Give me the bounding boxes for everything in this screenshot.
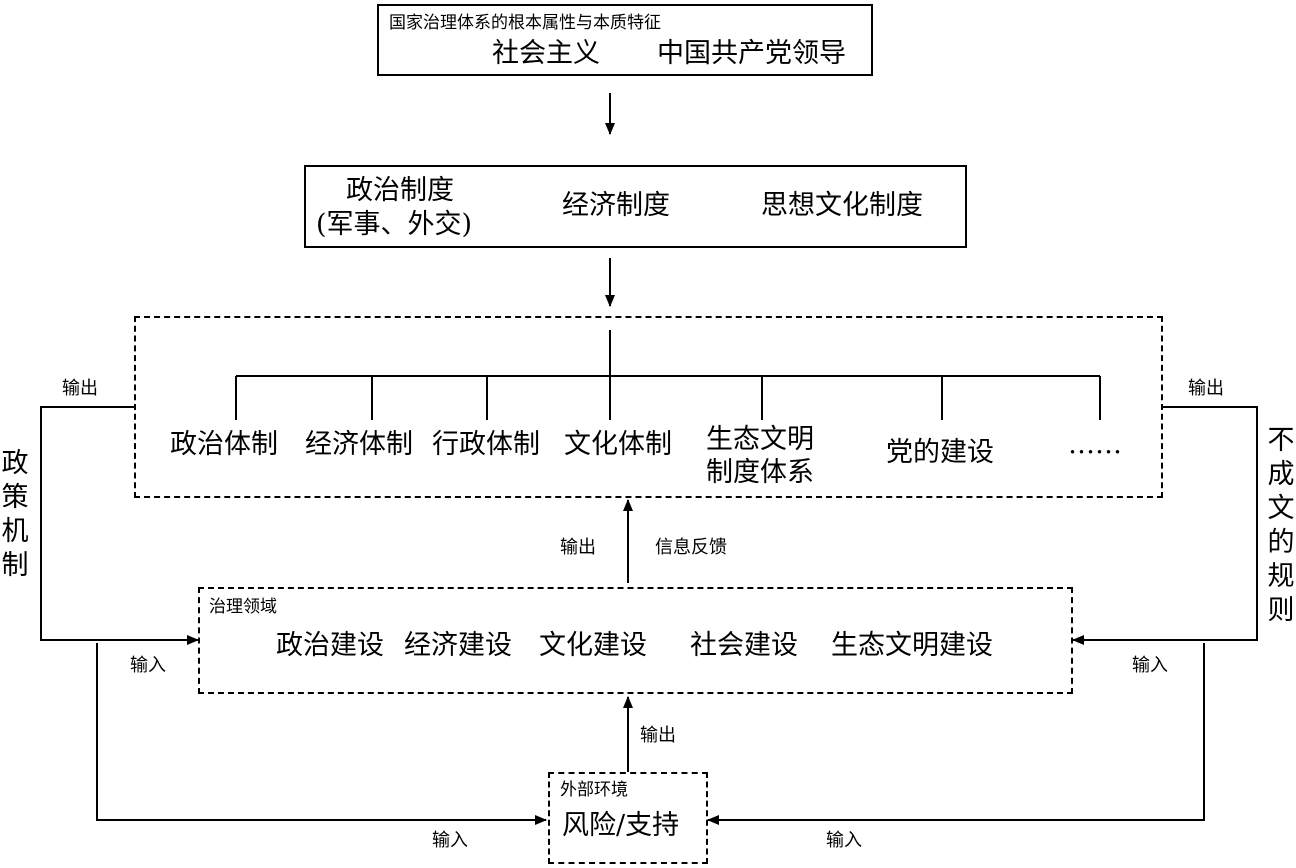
cultural-construction: 文化建设 [539, 630, 647, 661]
institutions-box: 政治制度 (军事、外交) 经济制度 思想文化制度 [304, 165, 967, 248]
feedback-label: 信息反馈 [655, 537, 727, 558]
left-input-label: 输入 [130, 655, 166, 676]
ecological-mechanism-line1: 生态文明 [706, 424, 814, 455]
fundamental-caption: 国家治理体系的根本属性与本质特征 [389, 13, 661, 33]
economic-construction: 经济建设 [404, 630, 512, 661]
left-policy-loop [40, 406, 199, 645]
bottom-right-input-label: 输入 [826, 830, 862, 851]
fundamental-attributes-box: 国家治理体系的根本属性与本质特征 社会主义 中国共产党领导 [377, 4, 873, 76]
external-environment-box: 外部环境 风险/支持 [548, 772, 708, 864]
economic-system-label: 经济制度 [562, 190, 670, 221]
governance-caption: 治理领域 [209, 597, 277, 617]
ellipsis: …… [1068, 429, 1122, 460]
political-mechanism: 政治体制 [170, 429, 278, 460]
right-output-label: 输出 [1188, 378, 1224, 399]
political-system-sub: (军事、外交) [316, 209, 473, 240]
right-bottom-loop [707, 643, 1205, 825]
mechanisms-box [134, 316, 1163, 498]
ecological-construction: 生态文明建设 [831, 630, 993, 661]
ideology-system-label: 思想文化制度 [761, 190, 923, 221]
bottom-left-input-label: 输入 [432, 830, 468, 851]
environment-caption: 外部环境 [560, 780, 628, 800]
env-output-label: 输出 [640, 725, 676, 746]
left-bottom-loop [96, 643, 547, 825]
ecological-mechanism-line2: 制度体系 [706, 457, 814, 488]
party-leadership-label: 中国共产党领导 [657, 38, 846, 69]
risk-support-label: 风险/支持 [562, 810, 680, 841]
political-construction: 政治建设 [276, 630, 384, 661]
party-building: 党的建设 [886, 437, 994, 468]
political-system-label: 政治制度 [346, 175, 454, 206]
governance-domains-box: 治理领域 政治建设 经济建设 文化建设 社会建设 生态文明建设 [198, 587, 1073, 694]
center-output-label: 输出 [560, 537, 596, 558]
economic-mechanism: 经济体制 [305, 429, 413, 460]
socialism-label: 社会主义 [492, 38, 600, 69]
right-input-label: 输入 [1132, 655, 1168, 676]
administrative-mechanism: 行政体制 [432, 429, 540, 460]
cultural-mechanism: 文化体制 [564, 429, 672, 460]
policy-mechanism-vertical: 政策机制 [1, 448, 29, 581]
right-rules-loop [1072, 406, 1258, 645]
unwritten-rules-vertical: 不成文的规则 [1267, 425, 1295, 626]
left-output-label: 输出 [62, 378, 98, 399]
social-construction: 社会建设 [690, 630, 798, 661]
